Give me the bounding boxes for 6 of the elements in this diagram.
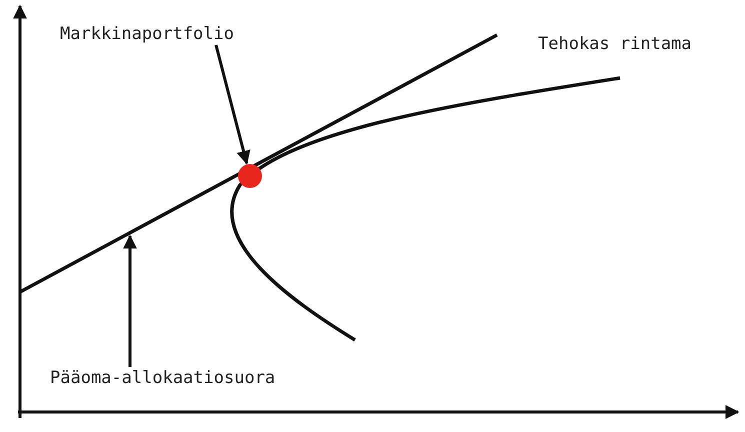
market-portfolio-dot — [238, 164, 262, 188]
curve-label: Tehokas rintama — [538, 34, 692, 54]
arrow — [214, 44, 250, 165]
annotation-text: Markkinaportfolio — [60, 24, 234, 44]
arrow — [123, 234, 137, 367]
annotation-text: Pääoma-allokaatiosuora — [50, 368, 276, 388]
